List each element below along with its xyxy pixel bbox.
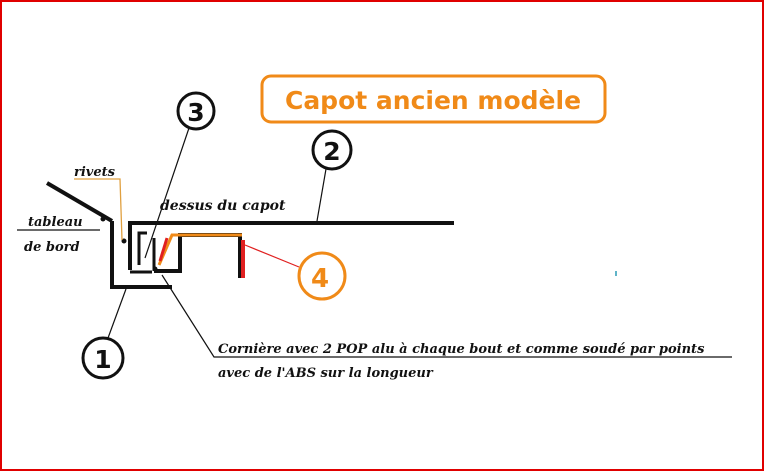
callout-3-leader [144, 127, 190, 259]
abs-strip-orange [157, 233, 242, 266]
tableau-de-bord-line [45, 181, 114, 223]
callout-4-number: 4 [311, 264, 329, 294]
callout-2-leader [316, 168, 327, 222]
rivet-dot-tableau [100, 216, 106, 222]
callout-3-number: 3 [187, 98, 204, 127]
note-leader [161, 274, 732, 358]
capot-top-part-2 [128, 221, 454, 270]
callout-3-circle [176, 91, 216, 131]
rivet-dot-lower [152, 266, 158, 272]
callout-1-number: 1 [94, 345, 111, 374]
tableau-label-1: tableau [28, 215, 83, 230]
callout-4-circle [297, 251, 347, 301]
diagram-title: Capot ancien modèle [285, 86, 581, 115]
rivets-label: rivets [74, 165, 116, 180]
tableau-label-2: de bord [24, 240, 80, 255]
dessus-label: dessus du capot [160, 198, 286, 214]
rivets-leader [74, 178, 123, 241]
callout-4-leader [244, 244, 300, 268]
profile-part-1 [110, 221, 172, 289]
corniere-part-3 [137, 231, 147, 265]
callout-2-circle [311, 129, 353, 171]
note-line-2: avec de l'ABS sur la longueur [218, 366, 434, 381]
title-box [260, 74, 607, 124]
callout-1-leader [107, 288, 127, 339]
callout-2-number: 2 [323, 137, 340, 166]
rivet-dot [121, 238, 127, 244]
callout-1-circle [81, 336, 125, 380]
abs-strip-red-left [158, 237, 169, 262]
note-line-1: Cornière avec 2 POP alu à chaque bout et… [218, 342, 705, 357]
